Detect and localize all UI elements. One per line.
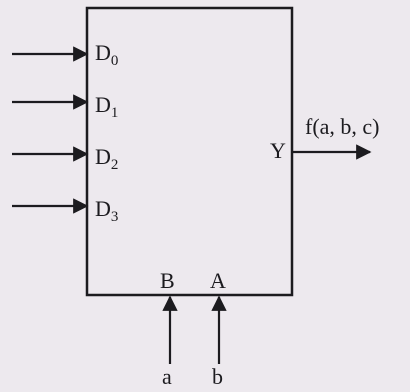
select-signal-a: a (162, 364, 172, 389)
input-label-d0: D0 (95, 40, 119, 69)
input-label-d2: D2 (95, 144, 119, 173)
select-pin-b-label: B (160, 268, 175, 293)
input-label-d1: D1 (95, 92, 119, 121)
output-pin-label: Y (270, 138, 286, 163)
output-function-label: f(a, b, c) (305, 114, 380, 139)
input-label-d3: D3 (95, 196, 119, 225)
select-signal-b: b (212, 364, 223, 389)
select-pin-a-label: A (210, 268, 226, 293)
